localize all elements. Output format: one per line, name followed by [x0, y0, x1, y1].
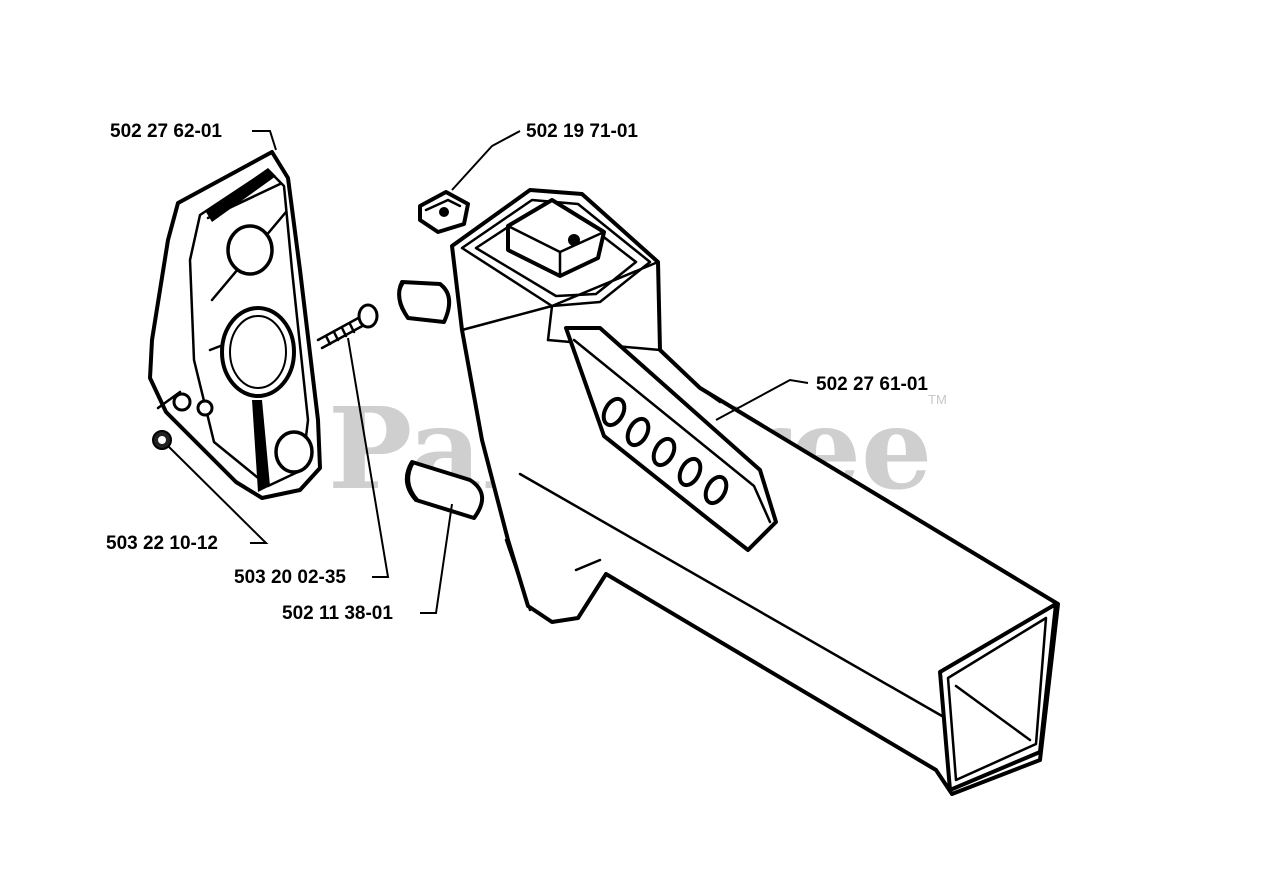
callout-label-screw: 503 20 02-35	[234, 567, 346, 588]
callout-label-handle: 502 27 61-01	[816, 374, 928, 395]
callout-handle: 502 27 61-01	[715, 374, 928, 421]
callout-label-nut: 502 19 71-01	[526, 121, 638, 142]
callout-nut: 502 19 71-01	[451, 121, 638, 191]
callout-spacer: 502 11 38-01	[282, 503, 453, 624]
grip-slots	[601, 396, 729, 506]
small-screw-part	[152, 430, 172, 450]
end-plate-part	[148, 150, 322, 500]
lower-spacer-part	[404, 460, 484, 520]
callout-screw-set: 503 22 10-12	[106, 445, 269, 554]
upper-spacer-part	[397, 280, 452, 324]
watermark-trademark: TM	[928, 392, 947, 407]
long-screw-part	[316, 303, 379, 350]
callout-gasket: 502 27 62-01	[110, 121, 277, 151]
callout-label-gasket: 502 27 62-01	[110, 121, 222, 142]
callout-screw: 503 20 02-35	[234, 337, 390, 588]
callout-label-spacer: 502 11 38-01	[282, 603, 393, 624]
square-nut-part	[418, 190, 470, 234]
callout-label-screw-set: 503 22 10-12	[106, 533, 218, 554]
handle-part	[450, 188, 1060, 796]
